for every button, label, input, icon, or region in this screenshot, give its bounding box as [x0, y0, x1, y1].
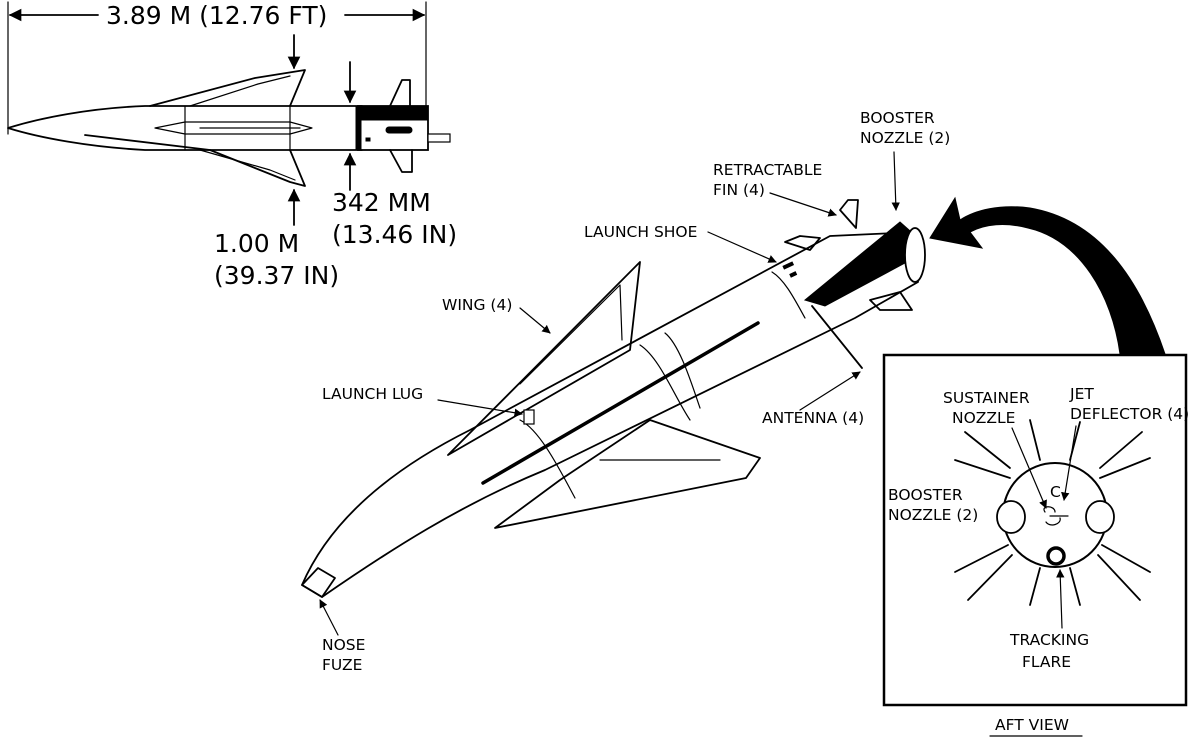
aft-tracking-leader — [1056, 569, 1065, 629]
booster-nozzle-label-2: NOZZLE (2) — [860, 129, 950, 147]
aft-fins — [954, 419, 1151, 606]
antenna-leader — [799, 371, 861, 411]
aft-c-mark: C — [1050, 483, 1061, 501]
body-stripe — [481, 321, 760, 485]
curved-arrow-icon — [929, 196, 1166, 355]
antenna-rod — [811, 305, 863, 369]
aft-jet-deflector-label-2: DEFLECTOR (4) — [1070, 405, 1189, 423]
retractable-fin-left — [784, 235, 821, 251]
side-nozzle-stub — [427, 133, 451, 143]
aft-view-inset: C SUSTAINER NOZZLE JET DEFLECTOR (4) BOO… — [882, 353, 1189, 707]
perspective-missile — [301, 199, 926, 598]
body-ring-4 — [771, 271, 806, 319]
callouts: BOOSTER NOZZLE (2) RETRACTABLE FIN (4) L… — [319, 109, 950, 674]
retractable-fin-leader — [769, 192, 837, 217]
side-aft-dot — [365, 137, 371, 142]
retractable-fin-label-1: RETRACTABLE — [713, 161, 822, 179]
length-label: 3.89 M (12.76 FT) — [106, 1, 327, 30]
launch-shoe-label: LAUNCH SHOE — [584, 223, 697, 241]
side-aft-slot — [385, 126, 413, 134]
wing-label: WING (4) — [442, 296, 512, 314]
wing-leader — [519, 307, 551, 334]
antenna-label: ANTENNA (4) — [762, 409, 864, 427]
aft-sustainer-nozzle — [1043, 506, 1069, 526]
span-label-2: (39.37 IN) — [214, 261, 339, 290]
aft-booster-label-1: BOOSTER — [888, 486, 963, 504]
span-label-1: 1.00 M — [214, 229, 299, 258]
wing-upper-left-inner — [519, 284, 623, 385]
aft-tracking-label-1: TRACKING — [1009, 631, 1089, 649]
aft-view-title: AFT VIEW — [995, 716, 1069, 734]
side-aft-black-band — [357, 105, 429, 121]
aft-jet-deflector-leader — [1061, 425, 1077, 501]
retractable-fin-bottom — [869, 291, 913, 311]
side-wing-upper-inner — [189, 75, 291, 107]
side-aft-fin-lower — [389, 149, 413, 173]
body-ring-2 — [639, 344, 691, 421]
missile-body — [301, 231, 919, 598]
aft-sustainer-label-1: SUSTAINER — [943, 389, 1030, 407]
launch-lug-leader — [437, 399, 523, 417]
aft-sustainer-label-2: NOZZLE — [952, 409, 1015, 427]
aft-jet-deflector-label-1: JET — [1069, 385, 1094, 403]
diameter-label-2: (13.46 IN) — [332, 220, 457, 249]
side-aft-fin-upper — [389, 79, 411, 107]
aft-booster-label-2: NOZZLE (2) — [888, 506, 978, 524]
booster-nozzle-label-1: BOOSTER — [860, 109, 935, 127]
side-wing-upper — [149, 69, 306, 107]
booster-nozzle-leader — [891, 151, 900, 211]
retractable-fin-top — [839, 199, 859, 229]
retractable-fin-label-2: FIN (4) — [713, 181, 765, 199]
wing-lower-right — [494, 419, 761, 529]
side-wing-lower-inner — [199, 149, 296, 181]
launch-lug-label: LAUNCH LUG — [322, 385, 423, 403]
launch-shoe-slot-2 — [789, 271, 798, 278]
aft-tracking-label-2: FLARE — [1022, 653, 1071, 671]
launch-shoe-leader — [707, 231, 777, 263]
aft-booster-nozzle-left — [996, 500, 1026, 534]
side-aft-black-ring — [355, 105, 362, 151]
aft-tracking-flare — [1046, 546, 1066, 566]
nose-fuze-label-2: FUZE — [322, 656, 362, 674]
wing-upper-left — [447, 261, 641, 456]
side-wing-lower — [84, 134, 306, 187]
aft-end-ellipse — [904, 227, 926, 283]
nose-fuze-leader — [319, 599, 339, 636]
launch-shoe-slot-1 — [782, 261, 795, 270]
launch-lug-part — [523, 409, 535, 425]
nose-fuze-label-1: NOSE — [322, 636, 365, 654]
aft-booster-nozzle-right — [1085, 500, 1115, 534]
aft-sustainer-leader — [1011, 427, 1047, 509]
nose-tip — [301, 567, 336, 598]
diameter-label-1: 342 MM — [332, 188, 431, 217]
side-view: 3.89 M (12.76 FT) 1.00 M (39.37 IN) — [7, 1, 457, 290]
side-body-center — [154, 121, 313, 135]
